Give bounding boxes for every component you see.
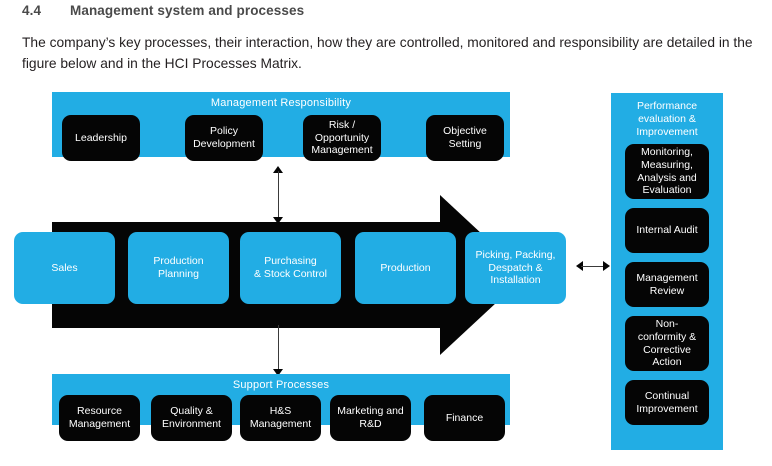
box-purchasing-stock-control[interactable]: Purchasing & Stock Control [240, 232, 341, 304]
arrow-tip-left-icon [576, 261, 583, 271]
box-marketing-rd[interactable]: Marketing and R&D [330, 395, 411, 441]
box-management-review[interactable]: Management Review [625, 262, 709, 307]
arrow-tip-up-icon [273, 320, 283, 327]
box-monitoring-measuring-analysis-evaluation[interactable]: Monitoring, Measuring, Analysis and Eval… [625, 144, 709, 199]
arrow-stem [278, 171, 280, 219]
box-risk-opportunity-management[interactable]: Risk / Opportunity Management [303, 115, 381, 161]
right-horizontal-double-arrow [576, 260, 610, 273]
box-leadership[interactable]: Leadership [62, 115, 140, 161]
arrow-tip-up-icon [273, 166, 283, 173]
box-nonconformity-corrective-action[interactable]: Non- conformity & Corrective Action [625, 316, 709, 371]
box-hs-management[interactable]: H&S Management [240, 395, 321, 441]
box-continual-improvement[interactable]: Continual Improvement [625, 380, 709, 425]
arrow-tip-right-icon [603, 261, 610, 271]
box-production[interactable]: Production [355, 232, 456, 304]
box-objective-setting[interactable]: Objective Setting [426, 115, 504, 161]
box-sales[interactable]: Sales [14, 232, 115, 304]
management-responsibility-label: Management Responsibility [210, 97, 352, 109]
arrow-stem [581, 266, 605, 268]
box-quality-environment[interactable]: Quality & Environment [151, 395, 232, 441]
box-finance[interactable]: Finance [424, 395, 505, 441]
process-diagram: Management Responsibility Leadership Pol… [0, 84, 772, 466]
box-resource-management[interactable]: Resource Management [59, 395, 140, 441]
support-processes-label: Support Processes [232, 379, 330, 391]
box-production-planning[interactable]: Production Planning [128, 232, 229, 304]
arrow-tip-down-icon [273, 369, 283, 376]
box-policy-development[interactable]: Policy Development [185, 115, 263, 161]
arrow-tip-down-icon [273, 217, 283, 224]
box-internal-audit[interactable]: Internal Audit [625, 208, 709, 253]
bottom-vertical-double-arrow [272, 320, 285, 376]
top-vertical-double-arrow [272, 166, 285, 224]
box-picking-packing-despatch-installation[interactable]: Picking, Packing, Despatch & Installatio… [465, 232, 566, 304]
section-title: Management system and processes [70, 3, 305, 18]
section-heading: 4.4 Management system and processes [22, 3, 722, 18]
section-number: 4.4 [22, 3, 42, 18]
section-paragraph: The company’s key processes, their inter… [22, 35, 753, 71]
performance-evaluation-title: Performance evaluation & Improvement [636, 100, 698, 138]
arrow-stem [278, 325, 280, 371]
